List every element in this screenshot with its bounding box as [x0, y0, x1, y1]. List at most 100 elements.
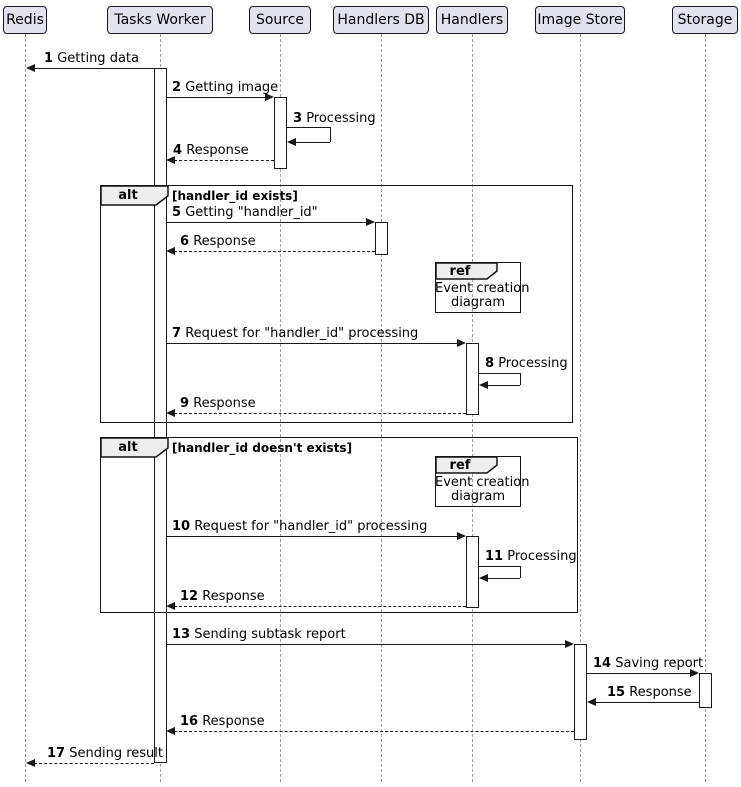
alt-frame-condition: [handler_id doesn't exists] [172, 441, 353, 455]
participant-label: Tasks Worker [114, 12, 206, 28]
message-line [174, 160, 274, 161]
arrowhead-icon [479, 381, 488, 389]
participant-label: Source [255, 12, 305, 28]
ref-box-tab [435, 262, 500, 285]
activation-bar [466, 536, 479, 608]
message-line [174, 413, 466, 414]
message-text: Saving report [615, 656, 704, 671]
self-message-line [520, 373, 521, 385]
message-label: 3 Processing [293, 111, 376, 126]
ref-text-line: diagram [450, 489, 506, 504]
message-line [166, 222, 367, 223]
message-number: 7 [172, 326, 182, 341]
message-text: Processing [507, 549, 577, 564]
self-message-line [487, 578, 520, 579]
message-number: 15 [607, 685, 626, 700]
message-text: Response [193, 234, 256, 249]
arrowhead-icon [166, 247, 175, 255]
ref-box-tab [435, 456, 500, 479]
message-label: 10 Request for "handler_id" processing [172, 519, 427, 534]
message-line [166, 97, 266, 98]
message-line [166, 644, 566, 645]
message-label: 7 Request for "handler_id" processing [172, 326, 418, 341]
participant-box: Tasks Worker [107, 6, 213, 34]
message-label: 6 Response [180, 234, 256, 249]
message-number: 2 [172, 80, 182, 95]
message-number: 8 [485, 356, 495, 371]
arrowhead-icon [587, 698, 596, 706]
message-line [174, 731, 574, 732]
message-number: 10 [172, 519, 191, 534]
message-label: 12 Response [180, 589, 265, 604]
message-label: 11 Processing [485, 549, 577, 564]
message-line [587, 673, 691, 674]
participant-box: Source [249, 6, 311, 34]
message-number: 11 [485, 549, 504, 564]
arrowhead-icon [287, 138, 296, 146]
arrowhead-icon [457, 339, 466, 347]
participant-label: Image Store [537, 12, 623, 28]
message-number: 9 [180, 396, 190, 411]
message-number: 5 [172, 205, 182, 220]
message-number: 16 [180, 714, 199, 729]
activation-bar [699, 673, 712, 708]
message-text: Request for "handler_id" processing [194, 519, 428, 534]
self-message-line [287, 127, 330, 128]
message-text: Sending result [69, 746, 163, 761]
message-text: Response [202, 589, 265, 604]
alt-frame [100, 437, 578, 613]
message-number: 6 [180, 234, 190, 249]
arrowhead-icon [565, 640, 574, 648]
participant-label: Handlers [440, 12, 504, 28]
message-text: Getting image [185, 80, 279, 95]
arrowhead-icon [479, 574, 488, 582]
self-message-line [479, 373, 520, 374]
ref-text-line: Event creation [435, 281, 530, 296]
participant-box: Storage [672, 6, 738, 34]
alt-frame-condition: [handler_id exists] [172, 189, 298, 203]
participant-label: Storage [677, 12, 733, 28]
participant-label: Handlers DB [337, 12, 425, 28]
message-label: 13 Sending subtask report [172, 627, 346, 642]
message-text: Request for "handler_id" processing [185, 326, 419, 341]
message-number: 13 [172, 627, 191, 642]
message-label: 16 Response [180, 714, 265, 729]
alt-frame-label: alt [118, 188, 138, 203]
activation-bar [466, 343, 479, 415]
alt-frame-tab [100, 185, 171, 210]
lifeline [705, 34, 706, 782]
message-line [166, 536, 458, 537]
arrowhead-icon [690, 669, 699, 677]
participant-box: Image Store [535, 6, 625, 34]
participant-label: Redis [6, 12, 44, 28]
self-message-line [330, 127, 331, 142]
arrowhead-icon [366, 218, 375, 226]
message-number: 12 [180, 589, 199, 604]
message-text: Processing [498, 356, 568, 371]
message-line [174, 606, 466, 607]
alt-frame-tab [100, 437, 171, 462]
message-line [174, 251, 375, 252]
arrowhead-icon [166, 409, 175, 417]
message-text: Getting "handler_id" [185, 205, 318, 220]
arrowhead-icon [166, 156, 175, 164]
self-message-line [295, 142, 330, 143]
lifeline [381, 34, 382, 782]
alt-frame [100, 185, 573, 423]
message-label: 14 Saving report [593, 656, 703, 671]
participant-box: Handlers [436, 6, 508, 34]
message-label: 4 Response [173, 143, 249, 158]
activation-bar [375, 222, 388, 255]
ref-text-line: Event creation [435, 475, 530, 490]
lifeline [25, 34, 26, 782]
ref-text-line: diagram [450, 295, 506, 310]
message-label: 1 Getting data [44, 51, 139, 66]
message-label: 2 Getting image [172, 80, 278, 95]
message-text: Sending subtask report [194, 627, 346, 642]
message-text: Response [186, 143, 249, 158]
lifeline [580, 34, 581, 782]
arrowhead-icon [265, 93, 274, 101]
self-message-line [487, 385, 520, 386]
arrowhead-icon [26, 759, 35, 767]
